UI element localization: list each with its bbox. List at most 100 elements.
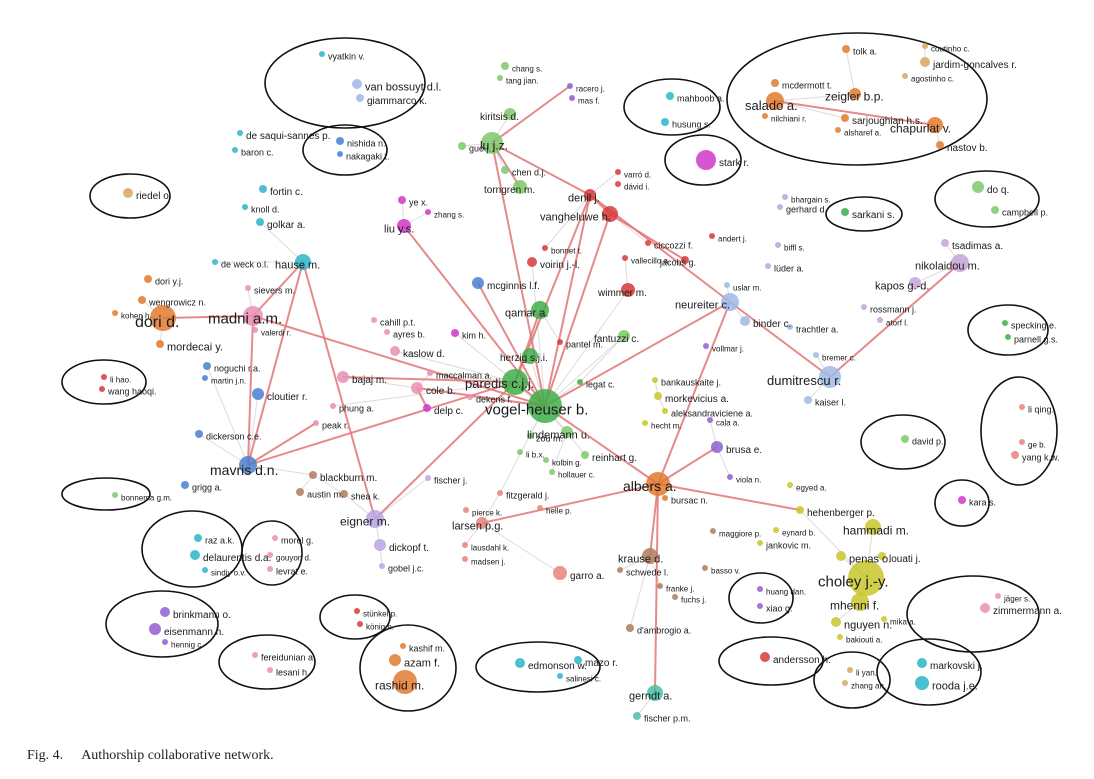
author-node-deweck[interactable] — [212, 259, 218, 265]
author-node-gerndt[interactable] — [647, 685, 663, 701]
author-node-konig[interactable] — [357, 621, 363, 627]
author-node-krause[interactable] — [642, 548, 658, 564]
author-node-nishida[interactable] — [336, 137, 344, 145]
author-node-kashif[interactable] — [400, 643, 406, 649]
author-node-lesani[interactable] — [267, 667, 273, 673]
author-node-kaslow[interactable] — [390, 346, 400, 356]
author-node-basso[interactable] — [702, 565, 708, 571]
author-node-changs[interactable] — [501, 62, 509, 70]
author-node-reinhart[interactable] — [581, 451, 589, 459]
author-node-coutinho[interactable] — [922, 43, 928, 49]
author-node-bhargain[interactable] — [782, 194, 788, 200]
author-node-mikaa[interactable] — [881, 616, 887, 622]
author-node-stark[interactable] — [696, 150, 716, 170]
author-node-guo[interactable] — [458, 142, 466, 150]
author-node-biffl[interactable] — [775, 242, 781, 248]
author-node-fortin[interactable] — [259, 185, 267, 193]
author-node-racero[interactable] — [567, 83, 573, 89]
author-node-blackburn[interactable] — [309, 471, 317, 479]
author-node-viola[interactable] — [727, 474, 733, 480]
author-node-bursac[interactable] — [662, 495, 668, 501]
author-node-mcdermott[interactable] — [771, 79, 779, 87]
author-node-aleksandraviciene[interactable] — [662, 408, 668, 414]
author-node-hehenberger[interactable] — [796, 506, 804, 514]
author-node-masf[interactable] — [569, 95, 575, 101]
author-node-dawid[interactable] — [615, 181, 621, 187]
author-node-davidp[interactable] — [901, 435, 909, 443]
author-node-bakiouti[interactable] — [837, 634, 843, 640]
author-node-vollmar[interactable] — [703, 343, 709, 349]
author-node-dickopf[interactable] — [374, 539, 386, 551]
author-node-chend[interactable] — [501, 166, 509, 174]
author-node-parnell[interactable] — [1005, 334, 1011, 340]
author-node-salado[interactable] — [766, 92, 784, 110]
author-node-wengrowicz[interactable] — [138, 296, 146, 304]
author-node-nastov[interactable] — [936, 141, 944, 149]
author-node-specking[interactable] — [1002, 320, 1008, 326]
author-node-alsharef[interactable] — [835, 127, 841, 133]
author-node-morkevicius[interactable] — [654, 392, 662, 400]
author-node-liuys[interactable] — [397, 219, 411, 233]
author-node-nakagaki[interactable] — [337, 151, 343, 157]
author-node-cloutier[interactable] — [252, 388, 264, 400]
author-node-bremer[interactable] — [813, 352, 819, 358]
author-node-gerhard[interactable] — [777, 204, 783, 210]
author-node-delpc[interactable] — [423, 404, 431, 412]
author-node-xiaog[interactable] — [757, 603, 763, 609]
author-node-eisenmann[interactable] — [149, 623, 161, 635]
author-node-binder[interactable] — [740, 316, 750, 326]
author-node-agostinho[interactable] — [902, 73, 908, 79]
author-node-markovski[interactable] — [917, 658, 927, 668]
author-node-garro[interactable] — [553, 566, 567, 580]
author-node-luder[interactable] — [765, 263, 771, 269]
author-node-edmonson[interactable] — [515, 658, 525, 668]
author-node-vangheluwe[interactable] — [602, 206, 618, 222]
author-node-egyed[interactable] — [787, 482, 793, 488]
author-node-sievers[interactable] — [245, 285, 251, 291]
author-node-vallecillo[interactable] — [622, 255, 628, 261]
author-node-eigner[interactable] — [366, 510, 384, 528]
author-node-legat[interactable] — [577, 379, 583, 385]
author-node-bonnet[interactable] — [542, 245, 548, 251]
author-node-ciccozzi[interactable] — [645, 240, 651, 246]
author-node-nguyen[interactable] — [831, 617, 841, 627]
author-node-vanbossuyt[interactable] — [352, 79, 362, 89]
author-node-golkar[interactable] — [256, 218, 264, 226]
author-node-mahboob[interactable] — [666, 92, 674, 100]
author-node-uslar[interactable] — [724, 282, 730, 288]
author-node-hammadi[interactable] — [865, 519, 881, 535]
author-node-bajaj[interactable] — [337, 371, 349, 383]
author-node-desaqui[interactable] — [237, 130, 243, 136]
author-node-mhenni[interactable] — [851, 593, 869, 611]
author-node-gouyon[interactable] — [267, 552, 273, 558]
author-node-varro[interactable] — [615, 169, 621, 175]
author-node-riedel[interactable] — [123, 188, 133, 198]
author-node-helle[interactable] — [537, 505, 543, 511]
author-node-zhangs[interactable] — [425, 209, 431, 215]
author-node-dekens[interactable] — [467, 394, 473, 400]
author-node-zoum[interactable] — [527, 433, 533, 439]
author-node-lujz[interactable] — [481, 132, 503, 154]
author-node-salinesi[interactable] — [557, 673, 563, 679]
author-node-baron[interactable] — [232, 147, 238, 153]
author-node-fitzgerald[interactable] — [497, 490, 503, 496]
author-node-voirin[interactable] — [527, 257, 537, 267]
author-node-zhangan[interactable] — [842, 680, 848, 686]
author-node-husung[interactable] — [661, 118, 669, 126]
author-node-bonnema[interactable] — [112, 492, 118, 498]
author-node-giammarco[interactable] — [356, 94, 364, 102]
author-node-sarjoughian[interactable] — [841, 114, 849, 122]
author-node-tsadimas[interactable] — [941, 239, 949, 247]
author-node-chapurlat[interactable] — [927, 117, 943, 133]
author-node-martin[interactable] — [202, 375, 208, 381]
author-node-piercek[interactable] — [463, 507, 469, 513]
author-node-azam[interactable] — [389, 654, 401, 666]
author-node-liyan[interactable] — [847, 667, 853, 673]
author-node-peakr[interactable] — [313, 420, 319, 426]
author-node-sindiy[interactable] — [202, 567, 208, 573]
author-node-doq[interactable] — [972, 181, 984, 193]
author-node-mcginnis[interactable] — [472, 277, 484, 289]
author-node-phung[interactable] — [330, 403, 336, 409]
author-node-kiritsis[interactable] — [504, 108, 516, 120]
author-node-mavris[interactable] — [239, 456, 257, 474]
